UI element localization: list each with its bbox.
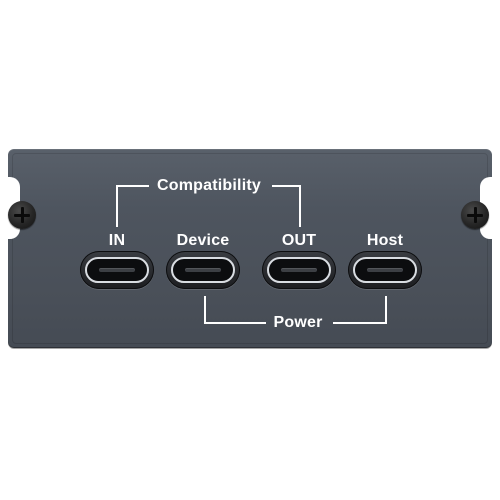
port-label-host: Host — [366, 232, 404, 249]
right-screw-icon — [461, 201, 489, 229]
usb-c-port-icon — [353, 257, 417, 283]
usb-c-port-in — [80, 251, 154, 289]
usb-c-port-icon — [267, 257, 331, 283]
left-screw-icon — [8, 201, 36, 229]
power-bracket-left — [204, 296, 266, 324]
power-bracket-right — [333, 296, 387, 324]
usb-c-port-icon — [171, 257, 235, 283]
port-label-in: IN — [108, 232, 126, 249]
compatibility-bracket-left — [116, 185, 149, 227]
compatibility-bracket-right — [272, 185, 301, 227]
usb-c-port-out — [262, 251, 336, 289]
usb-c-port-device — [166, 251, 240, 289]
compatibility-label: Compatibility — [157, 177, 261, 194]
usb-c-port-icon — [85, 257, 149, 283]
usb-c-port-host — [348, 251, 422, 289]
power-label: Power — [273, 314, 323, 331]
port-label-out: OUT — [281, 232, 317, 249]
port-label-device: Device — [176, 232, 230, 249]
interface-panel — [8, 149, 492, 348]
